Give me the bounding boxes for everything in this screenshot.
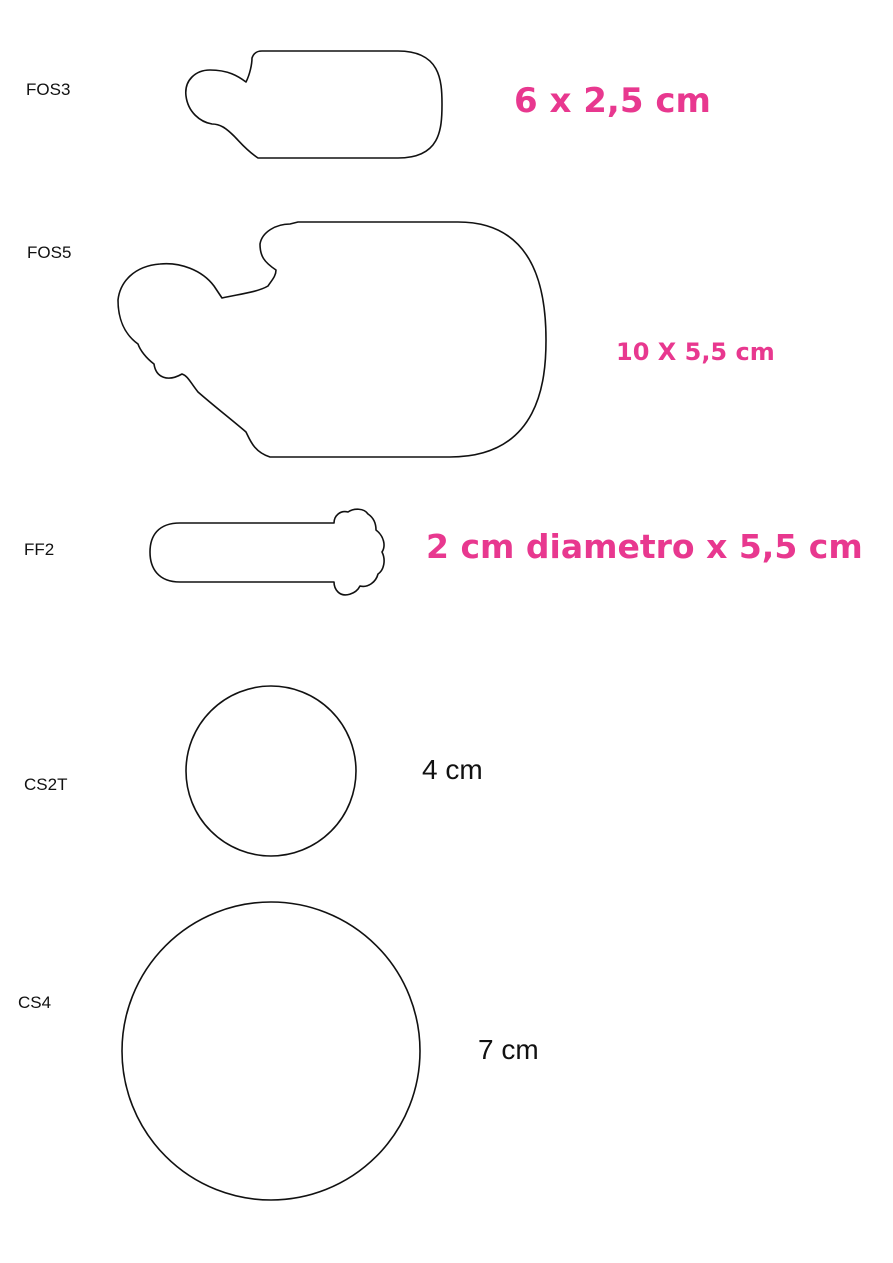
code-label-fos3: FOS3 [26, 80, 71, 99]
size-label-ff2: 2 cm diametro x 5,5 cm [426, 527, 863, 566]
size-label-cs2t: 4 cm [422, 754, 483, 785]
size-label-fos3: 6 x 2,5 cm [514, 81, 711, 121]
code-label-ff2: FF2 [24, 540, 55, 559]
size-label-fos5: 10 X 5,5 cm [616, 338, 775, 366]
code-label-fos5: FOS5 [27, 243, 72, 262]
code-label-cs2t: CS2T [24, 775, 68, 794]
code-label-cs4: CS4 [18, 993, 52, 1012]
size-label-cs4: 7 cm [478, 1034, 539, 1065]
